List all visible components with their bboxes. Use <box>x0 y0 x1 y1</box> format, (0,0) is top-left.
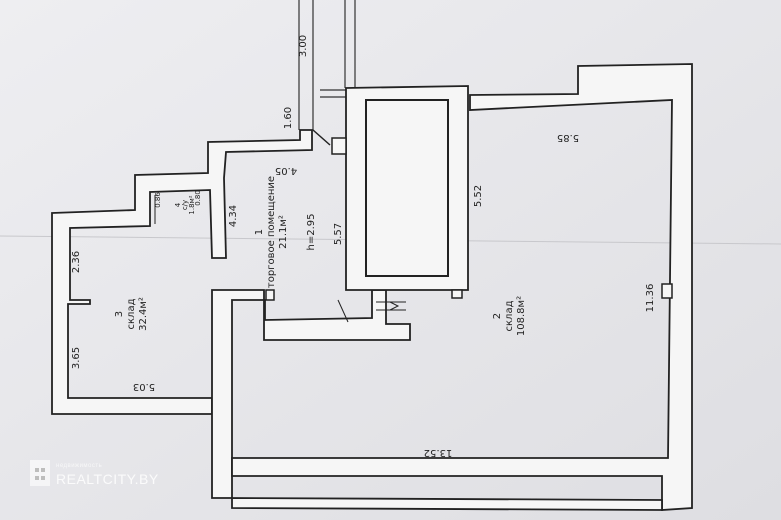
watermark-tagline: недвижимость <box>56 463 102 469</box>
watermark-brand: REALTCITY.BY <box>56 471 159 487</box>
svg-text:склад: склад <box>126 298 137 329</box>
dim-5-57: 5.57 <box>333 223 344 245</box>
svg-text:2: 2 <box>492 313 503 319</box>
corridor-lines <box>298 0 356 130</box>
dim-2-36: 2.36 <box>71 251 82 273</box>
dim-13-52: 13.52 <box>424 447 453 458</box>
walls <box>51 63 693 511</box>
dim-3-00: 3.00 <box>298 35 309 57</box>
svg-text:торговое помещение: торговое помещение <box>266 176 277 288</box>
building-logo-icon <box>30 460 50 486</box>
dim-0-80: 0.80 <box>194 190 202 206</box>
room-3-label: 3 склад 32.4м² <box>114 297 149 331</box>
dim-5-03: 5.03 <box>133 381 155 392</box>
svg-text:108.8м²: 108.8м² <box>516 296 527 336</box>
room-1-label: 1 торговое помещение 21.1м² h=2.95 <box>254 176 317 288</box>
svg-text:21.1м²: 21.1м² <box>278 215 289 249</box>
dim-5-85: 5.85 <box>557 132 579 143</box>
svg-text:3: 3 <box>114 311 125 317</box>
door-lines <box>154 195 406 323</box>
svg-text:склад: склад <box>504 300 515 331</box>
dim-11-36: 11.36 <box>645 284 656 313</box>
svg-text:32.4м²: 32.4м² <box>138 297 149 331</box>
dim-5-52: 5.52 <box>473 185 484 207</box>
shaft-inner <box>365 99 449 277</box>
room-2-label: 2 склад 108.8м² <box>492 296 527 336</box>
svg-text:с/у: с/у <box>181 200 189 210</box>
svg-text:1: 1 <box>254 229 265 235</box>
dim-4-05: 4.05 <box>275 165 297 176</box>
dim-3-65: 3.65 <box>71 347 82 369</box>
svg-text:h=2.95: h=2.95 <box>306 214 317 251</box>
realtcity-watermark: недвижимость REALTCITY.BY <box>30 460 159 487</box>
svg-text:1.8м²: 1.8м² <box>188 195 196 214</box>
dim-0-86: 0.86 <box>154 192 162 208</box>
room-4-label: 4 с/у 1.8м² <box>174 195 196 214</box>
svg-text:4: 4 <box>174 202 182 207</box>
wall-stubs <box>265 129 673 301</box>
dim-1-60: 1.60 <box>283 107 294 129</box>
dim-4-34: 4.34 <box>228 205 239 227</box>
